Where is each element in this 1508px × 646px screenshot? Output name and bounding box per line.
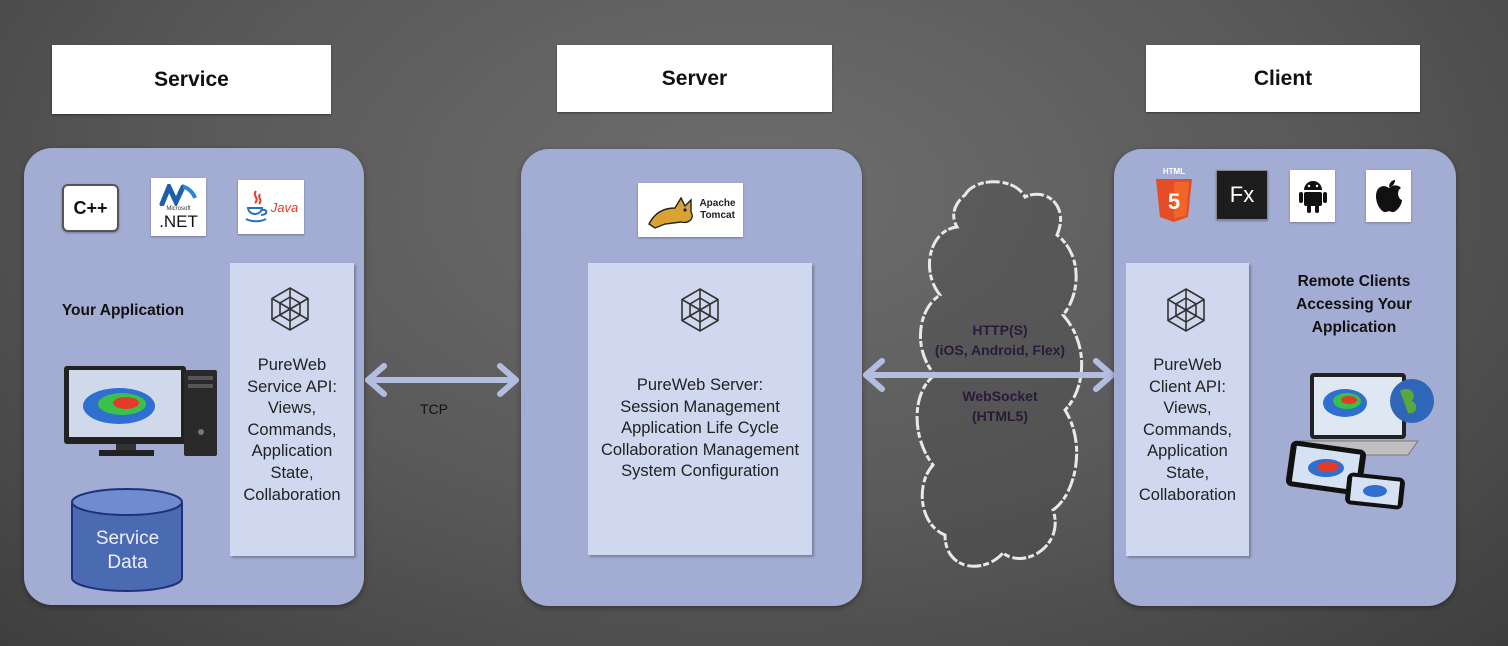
pureweb-icon: [1167, 288, 1205, 332]
remote-devices-icon: [1285, 373, 1434, 510]
header-client: Client: [1146, 45, 1420, 112]
java-logo: Java: [238, 180, 304, 234]
dotnet-wave-icon: [159, 184, 197, 206]
http-arrow: [863, 358, 1115, 392]
service-panel: C++ Microsoft .NET Java Your Application: [24, 148, 364, 605]
tomcat-cat-icon: [648, 196, 694, 229]
dotnet-logo: Microsoft .NET: [151, 178, 206, 236]
apple-icon: [1366, 170, 1411, 222]
tcp-arrow: [365, 363, 519, 397]
server-panel: Apache Tomcat PureWeb Server: Session Ma…: [521, 149, 862, 606]
websocket-label: WebSocket (HTML5): [962, 388, 1038, 424]
tomcat-logo: Apache Tomcat: [638, 183, 743, 237]
tcp-label: TCP: [420, 401, 448, 417]
server-api-box: PureWeb Server: Session Management Appli…: [588, 263, 812, 555]
server-api-text: PureWeb Server: Session Management Appli…: [600, 376, 800, 481]
tomcat-label: Apache Tomcat: [699, 198, 736, 221]
remote-clients-label: Remote Clients Accessing Your Applicatio…: [1296, 273, 1412, 336]
client-panel: HTML 5 Fx: [1114, 149, 1456, 606]
desktop-computer-icon: [64, 366, 217, 456]
header-server: Server: [557, 45, 832, 112]
your-application-label: Your Application: [61, 302, 185, 319]
cpp-logo: C++: [62, 184, 119, 232]
service-api-box: PureWeb Service API: Views, Commands, Ap…: [230, 263, 354, 556]
service-data-icon: [71, 488, 183, 592]
fx-logo: Fx: [1216, 170, 1268, 220]
service-data-label: Service Data: [95, 528, 160, 573]
http-label: HTTP(S) (iOS, Android, Flex): [934, 322, 1066, 358]
client-api-box: PureWeb Client API: Views, Commands, App…: [1126, 263, 1249, 556]
pureweb-icon: [681, 288, 719, 332]
android-icon: [1290, 170, 1335, 222]
html5-logo: HTML 5: [1152, 167, 1196, 223]
pureweb-icon: [271, 287, 309, 331]
header-service: Service: [52, 45, 331, 114]
java-cup-icon: [245, 190, 268, 223]
service-api-text: PureWeb Service API: Views, Commands, Ap…: [243, 356, 341, 504]
client-api-text: PureWeb Client API: Views, Commands, App…: [1138, 356, 1237, 504]
